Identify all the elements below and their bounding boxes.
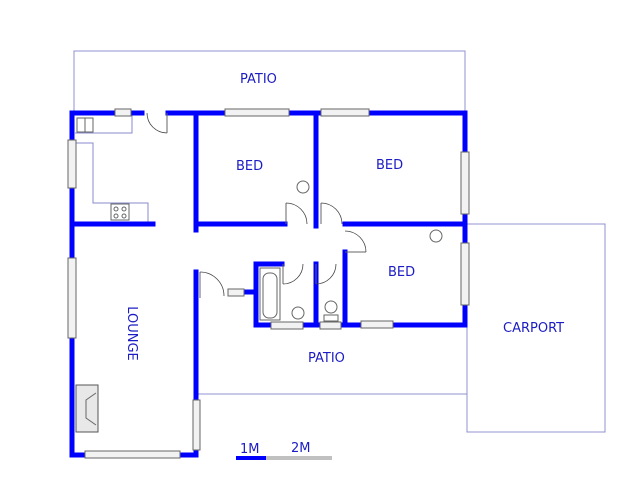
patio-outline [73,50,606,433]
kitchen-counter [75,112,149,222]
scale-label-1m: 1M [240,442,260,457]
scale-label-2m: 2M [291,441,311,456]
room-label-bed-3: BED [388,265,416,280]
windows [67,108,470,459]
room-label-patio-bottom: PATIO [308,351,345,366]
room-label-patio-top: PATIO [240,72,277,87]
doors [146,112,367,298]
room-label-bed-1: BED [236,159,264,174]
bathroom-fixtures [259,180,443,322]
room-label-carport: CARPORT [503,321,565,336]
fireplace [75,384,99,433]
room-label-lounge: LOUNGE [123,306,139,361]
walls [69,110,468,458]
room-label-bed-2: BED [376,158,404,173]
